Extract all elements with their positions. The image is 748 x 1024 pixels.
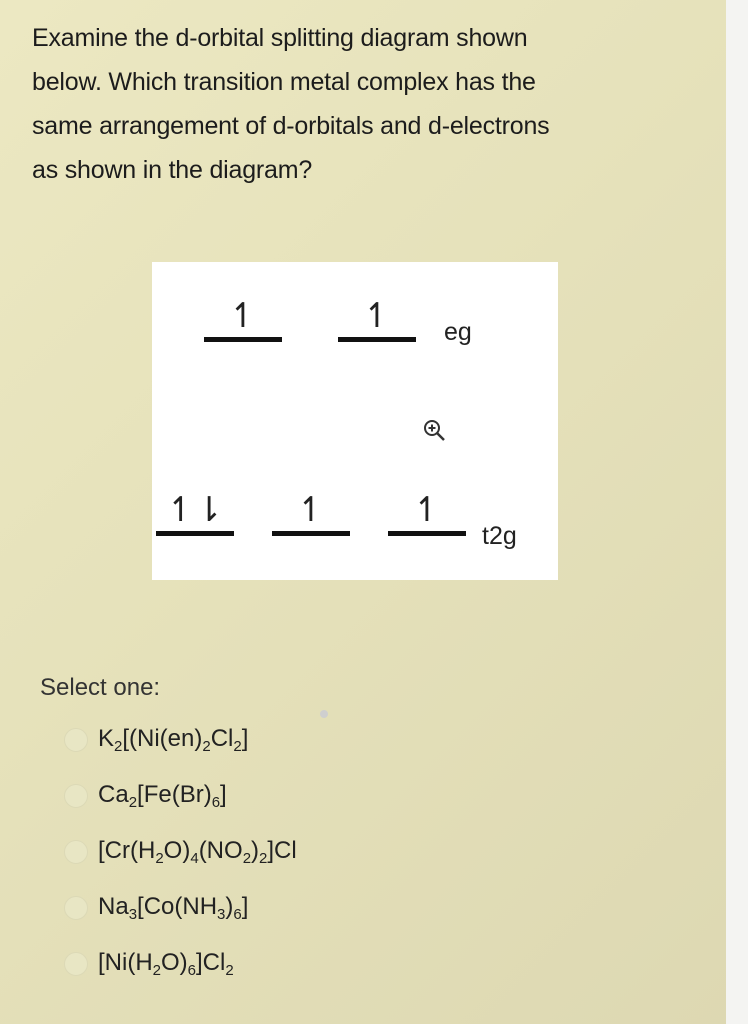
answer-option[interactable]: K2[(Ni(en)2Cl2]: [64, 712, 624, 768]
t2g-orbital-3: ↿: [388, 476, 466, 536]
orbital-line: [204, 337, 282, 342]
option-label: Na3[Co(NH3)6]: [98, 893, 249, 923]
t2g-orbital-1: ↿⇂: [156, 476, 234, 536]
decorative-dot: [320, 710, 328, 718]
electron-arrow: ↿: [296, 490, 326, 530]
electron-arrow: ↿: [412, 490, 442, 530]
question-text: Examine the d-orbital splitting diagram …: [32, 16, 672, 192]
orbital-line: [338, 337, 416, 342]
radio-button[interactable]: [64, 952, 88, 976]
zoom-in-icon[interactable]: [422, 418, 446, 442]
question-line-3: same arrangement of d-orbitals and d-ele…: [32, 112, 550, 140]
t2g-orbital-2: ↿: [272, 476, 350, 536]
question-line-4: as shown in the diagram?: [32, 156, 313, 184]
t2g-label: t2g: [482, 522, 517, 550]
orbital-line: [388, 531, 466, 536]
answer-option[interactable]: Na3[Co(NH3)6]: [64, 880, 624, 936]
option-label: [Cr(H2O)4(NO2)2]Cl: [98, 837, 297, 867]
orbital-line: [272, 531, 350, 536]
d-orbital-splitting-diagram[interactable]: ↿ ↿ eg ↿⇂ ↿ ↿ t2g: [152, 262, 558, 580]
option-label: K2[(Ni(en)2Cl2]: [98, 725, 249, 755]
question-line-2: below. Which transition metal complex ha…: [32, 68, 536, 96]
eg-orbital-1: ↿: [204, 282, 282, 342]
question-line-1: Examine the d-orbital splitting diagram …: [32, 24, 528, 52]
radio-button[interactable]: [64, 784, 88, 808]
option-label: Ca2[Fe(Br)6]: [98, 781, 227, 811]
answer-option[interactable]: [Ni(H2O)6]Cl2: [64, 936, 624, 992]
answer-option[interactable]: [Cr(H2O)4(NO2)2]Cl: [64, 824, 624, 880]
radio-button[interactable]: [64, 840, 88, 864]
eg-orbital-2: ↿: [338, 282, 416, 342]
electron-arrow: ↿: [362, 296, 392, 336]
radio-button[interactable]: [64, 896, 88, 920]
eg-label: eg: [444, 318, 472, 346]
answer-option[interactable]: Ca2[Fe(Br)6]: [64, 768, 624, 824]
orbital-line: [156, 531, 234, 536]
answer-options: K2[(Ni(en)2Cl2] Ca2[Fe(Br)6] [Cr(H2O)4(N…: [64, 712, 624, 992]
screen-edge: [726, 0, 748, 1024]
option-label: [Ni(H2O)6]Cl2: [98, 949, 234, 979]
radio-button[interactable]: [64, 728, 88, 752]
electron-pair-arrows: ↿⇂: [166, 490, 224, 530]
select-one-label: Select one:: [40, 674, 161, 701]
electron-arrow: ↿: [228, 296, 258, 336]
